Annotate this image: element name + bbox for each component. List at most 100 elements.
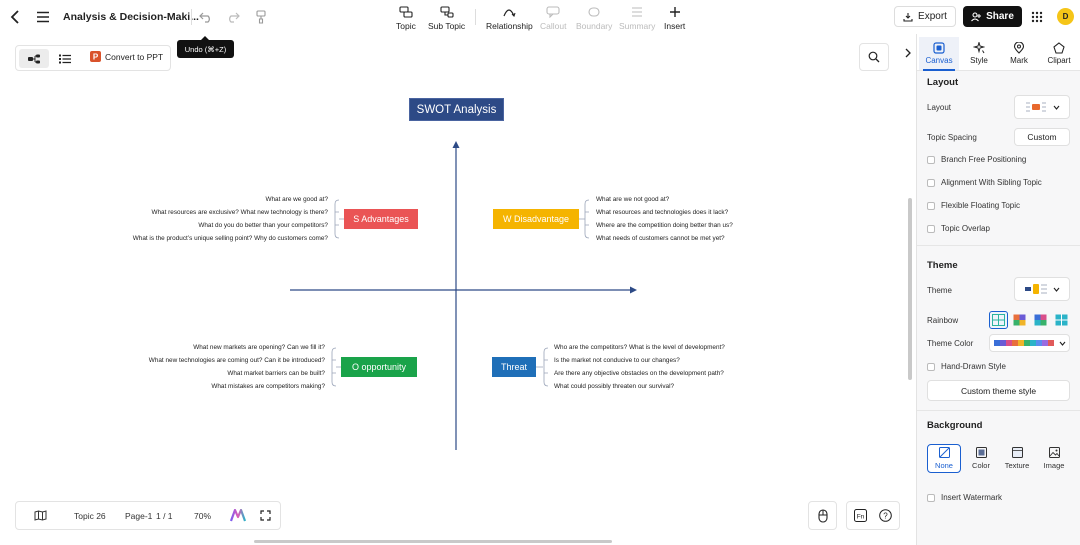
chevron-down-icon [1053,287,1060,292]
rainbow-option[interactable] [989,311,1008,329]
option-label: Insert Watermark [941,493,1003,502]
strength-item[interactable]: What do you do better than your competit… [198,222,328,229]
insert-watermark-option[interactable]: Insert Watermark [927,493,1002,502]
threat-item[interactable]: Is the market not conducive to our chang… [554,357,680,364]
opportunity-item[interactable]: What mistakes are competitors making? [211,383,325,390]
summary-tool[interactable]: Summary [619,5,655,31]
opportunities-node[interactable]: O opportunity [341,357,417,377]
background-image-option[interactable]: Image [1037,444,1071,473]
palette-swatch [1017,340,1024,346]
format-painter-icon[interactable] [252,8,270,26]
mindmap-view-button[interactable] [19,49,49,68]
custom-theme-button[interactable]: Custom theme style [927,380,1070,401]
function-key-icon[interactable]: Fn [854,509,867,522]
mouse-mode-button[interactable] [808,501,837,530]
topic-spacing-button[interactable]: Custom [1014,128,1070,146]
back-icon[interactable] [6,8,24,26]
checkbox[interactable] [927,362,935,371]
redo-icon[interactable] [224,8,242,26]
boundary-tool[interactable]: Boundary [576,5,612,31]
rainbow-option[interactable] [1031,311,1050,329]
option-label: None [935,461,953,470]
palette-swatch [1011,340,1018,346]
rainbow-option[interactable] [1010,311,1029,329]
background-texture-option[interactable]: Texture [1000,444,1034,473]
apps-grid-icon[interactable] [1028,8,1046,26]
callout-tool[interactable]: Callout [540,5,566,31]
topic-count: Topic 26 [74,510,106,521]
background-color-option[interactable]: Color [964,444,998,473]
branch-free-option[interactable]: Branch Free Positioning [927,155,1026,164]
opportunity-item[interactable]: What market barriers can be built? [227,370,325,377]
checkbox[interactable] [927,178,935,187]
palette-swatch [999,340,1006,346]
divider [917,245,1080,246]
threat-item[interactable]: What could possibly threaten our surviva… [554,383,675,390]
divider [191,9,192,25]
undo-icon[interactable] [197,8,215,26]
share-button[interactable]: Share [963,6,1022,27]
checkbox[interactable] [927,155,935,164]
theme-select[interactable] [1014,277,1070,301]
hand-drawn-option[interactable]: Hand-Drawn Style [927,362,1006,371]
zoom-level[interactable]: 70% [194,510,212,521]
tab-style[interactable]: Style [959,37,999,70]
weakness-item[interactable]: What resources and technologies does it … [596,209,729,216]
page-name[interactable]: Page-1 [125,510,153,521]
swot-connectors [290,141,637,450]
rainbow-option[interactable] [1052,311,1071,329]
weaknesses-node[interactable]: W Disadvantage [493,209,579,229]
strength-item[interactable]: What is the product’s unique selling poi… [132,235,328,242]
threat-item[interactable]: Are there any objective obstacles on the… [554,370,724,377]
opportunity-item[interactable]: What new markets are opening? Can we fil… [193,344,325,351]
ai-logo-icon[interactable] [230,502,246,529]
checkbox[interactable] [927,201,935,210]
fullscreen-icon[interactable] [260,502,271,529]
strengths-node[interactable]: S Advantages [344,209,418,229]
flexible-floating-option[interactable]: Flexible Floating Topic [927,201,1020,210]
color-icon [975,447,987,458]
map-view-icon[interactable] [34,502,47,529]
option-label: Alignment With Sibling Topic [941,178,1042,187]
menu-icon[interactable] [34,8,52,26]
checkbox[interactable] [927,224,935,233]
vertical-scrollbar[interactable] [908,198,912,380]
document-title[interactable]: Analysis & Decision-Maki... [63,11,199,23]
layout-select[interactable] [1014,95,1070,119]
collapse-panel-icon[interactable] [900,38,916,68]
weakness-item[interactable]: What are we not good at? [596,196,670,203]
weakness-item[interactable]: Where are the competition doing better t… [596,222,733,229]
theme-color-select[interactable] [989,334,1070,352]
outline-view-button[interactable] [50,49,80,68]
strength-item[interactable]: What are we good at? [265,196,328,203]
topic-tool[interactable]: Topic [396,5,416,31]
boundary-icon [587,5,601,19]
checkbox[interactable] [927,493,935,502]
relationship-tool[interactable]: Relationship [486,5,533,31]
user-avatar[interactable]: D [1057,8,1074,25]
palette-swatch [993,340,1000,346]
horizontal-scrollbar[interactable] [254,540,612,543]
strength-item[interactable]: What resources are exclusive? What new t… [151,209,328,216]
tab-mark[interactable]: Mark [999,37,1039,70]
export-label: Export [918,11,947,22]
weakness-item[interactable]: What needs of customers cannot be met ye… [596,235,725,242]
swot-title-node[interactable]: SWOT Analysis [409,98,504,121]
alignment-option[interactable]: Alignment With Sibling Topic [927,178,1042,187]
threats-node[interactable]: Threat [492,357,536,377]
search-button[interactable] [859,43,889,71]
subtopic-tool[interactable]: Sub Topic [428,5,465,31]
background-none-option[interactable]: None [927,444,961,473]
tab-clipart[interactable]: Clipart [1039,37,1079,70]
tab-canvas[interactable]: Canvas [919,37,959,71]
theme-label: Theme [927,286,952,295]
opportunity-item[interactable]: What new technologies are coming out? Ca… [148,357,325,364]
help-icon[interactable]: ? [879,509,892,522]
convert-to-ppt-button[interactable]: P Convert to PPT [90,51,163,62]
topic-overlap-option[interactable]: Topic Overlap [927,224,990,233]
threat-item[interactable]: Who are the competitors? What is the lev… [554,344,725,351]
insert-label: Insert [664,21,686,31]
insert-tool[interactable]: Insert [664,5,685,31]
canvas-icon [933,42,945,54]
export-button[interactable]: Export [894,6,956,27]
